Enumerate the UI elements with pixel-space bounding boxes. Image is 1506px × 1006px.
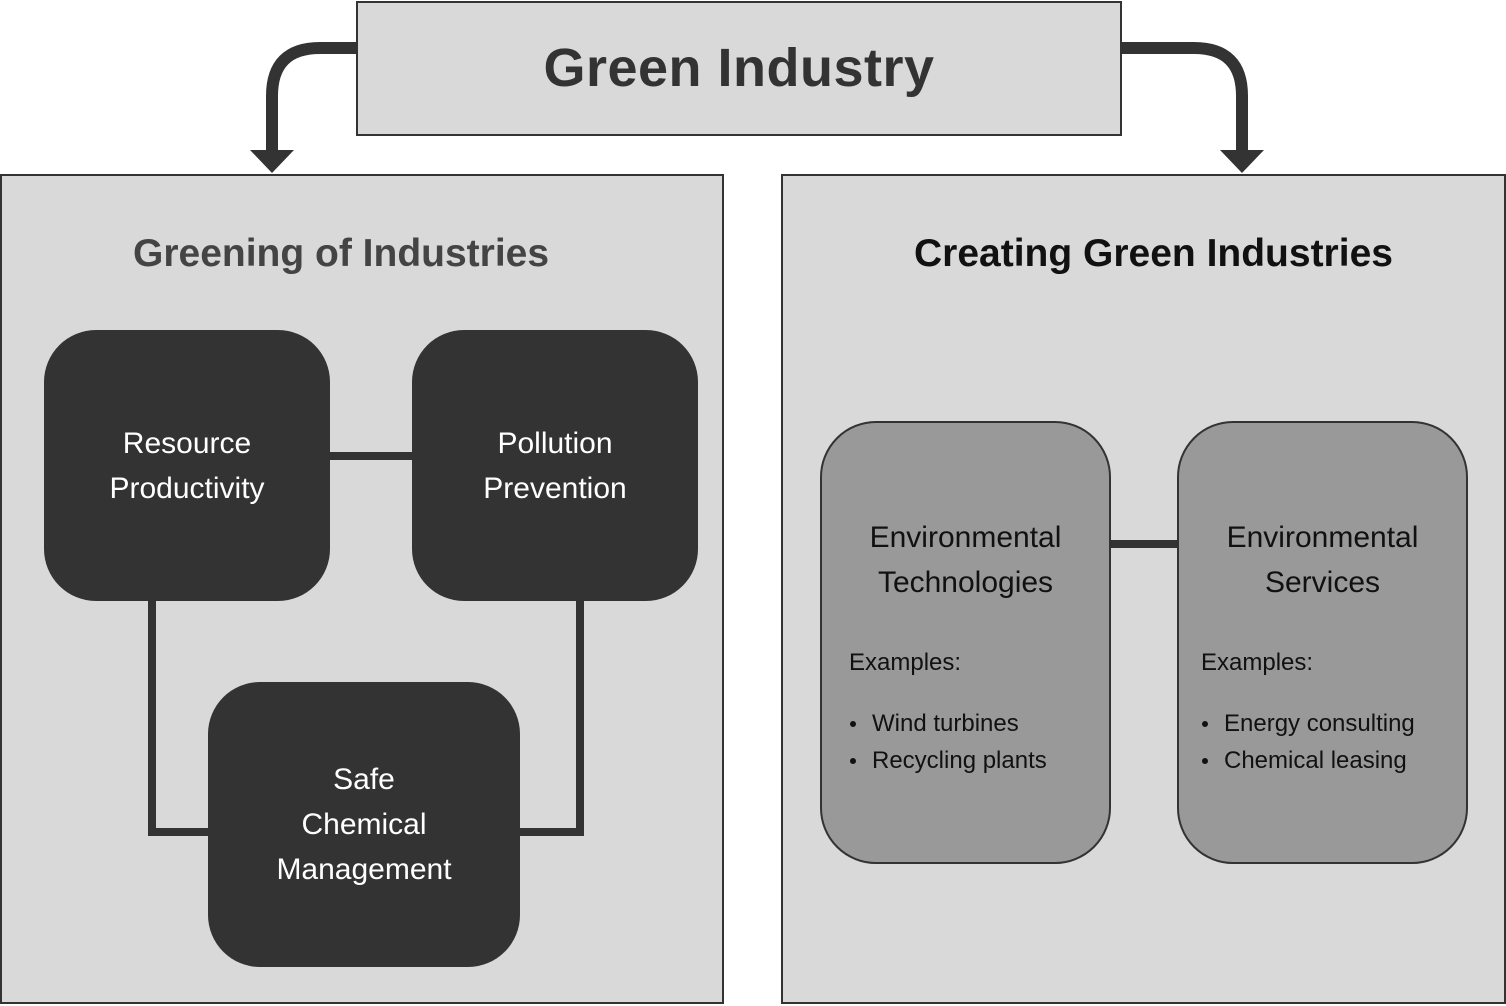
- greening-panel-title: Greening of Industries: [133, 232, 550, 275]
- diagram-title: Green Industry: [543, 38, 935, 98]
- resource-productivity-line-1: Resource: [122, 426, 252, 460]
- safe-chemical-line-3: Management: [276, 853, 452, 886]
- greening-connectors: [148, 452, 584, 836]
- safe-chemical-management-box: Safe Chemical Management: [208, 682, 520, 967]
- connector-pollution-safe: [518, 596, 584, 836]
- env-tech-examples-label: Examples:: [849, 649, 962, 676]
- example-item: Recycling plants: [848, 742, 1047, 779]
- greening-of-industries-panel: Greening of Industries Resource Producti…: [0, 174, 724, 1004]
- env-services-line-2: Services: [1264, 566, 1381, 599]
- env-services-examples-label: Examples:: [1201, 649, 1314, 676]
- arrow-to-creating: [1122, 42, 1248, 150]
- resource-productivity-line-2: Productivity: [109, 471, 265, 505]
- environmental-technologies-title: Environmental Technologies: [822, 515, 1109, 605]
- creating-connectors: [1109, 540, 1181, 548]
- env-services-line-1: Environmental: [1226, 521, 1419, 554]
- safe-chemical-line-1: Safe: [333, 763, 395, 796]
- safe-chemical-line-2: Chemical: [301, 808, 427, 841]
- arrow-head-right: [1220, 150, 1264, 173]
- example-item: Energy consulting: [1200, 705, 1415, 742]
- example-item: Wind turbines: [848, 705, 1047, 742]
- connector-resource-safe: [148, 596, 212, 836]
- environmental-services-box: Environmental Services Examples: Energy …: [1177, 421, 1468, 864]
- pollution-prevention-line-1: Pollution: [497, 426, 613, 460]
- env-services-examples-list: Energy consulting Chemical leasing: [1200, 705, 1415, 779]
- pollution-prevention-box: Pollution Prevention: [412, 330, 698, 601]
- environmental-services-title: Environmental Services: [1179, 515, 1466, 605]
- example-item: Chemical leasing: [1200, 742, 1415, 779]
- env-tech-examples-list: Wind turbines Recycling plants: [848, 705, 1047, 779]
- creating-panel-title: Creating Green Industries: [914, 232, 1393, 275]
- arrow-to-greening: [266, 42, 356, 150]
- environmental-technologies-box: Environmental Technologies Examples: Win…: [820, 421, 1111, 864]
- env-tech-line-2: Technologies: [877, 566, 1054, 599]
- resource-productivity-box: Resource Productivity: [44, 330, 330, 601]
- env-tech-line-1: Environmental: [869, 521, 1062, 554]
- green-industry-box: Green Industry: [356, 1, 1122, 136]
- creating-green-industries-panel: Creating Green Industries Environmental …: [781, 174, 1506, 1004]
- pollution-prevention-line-2: Prevention: [483, 471, 627, 505]
- arrow-head-left: [250, 150, 294, 173]
